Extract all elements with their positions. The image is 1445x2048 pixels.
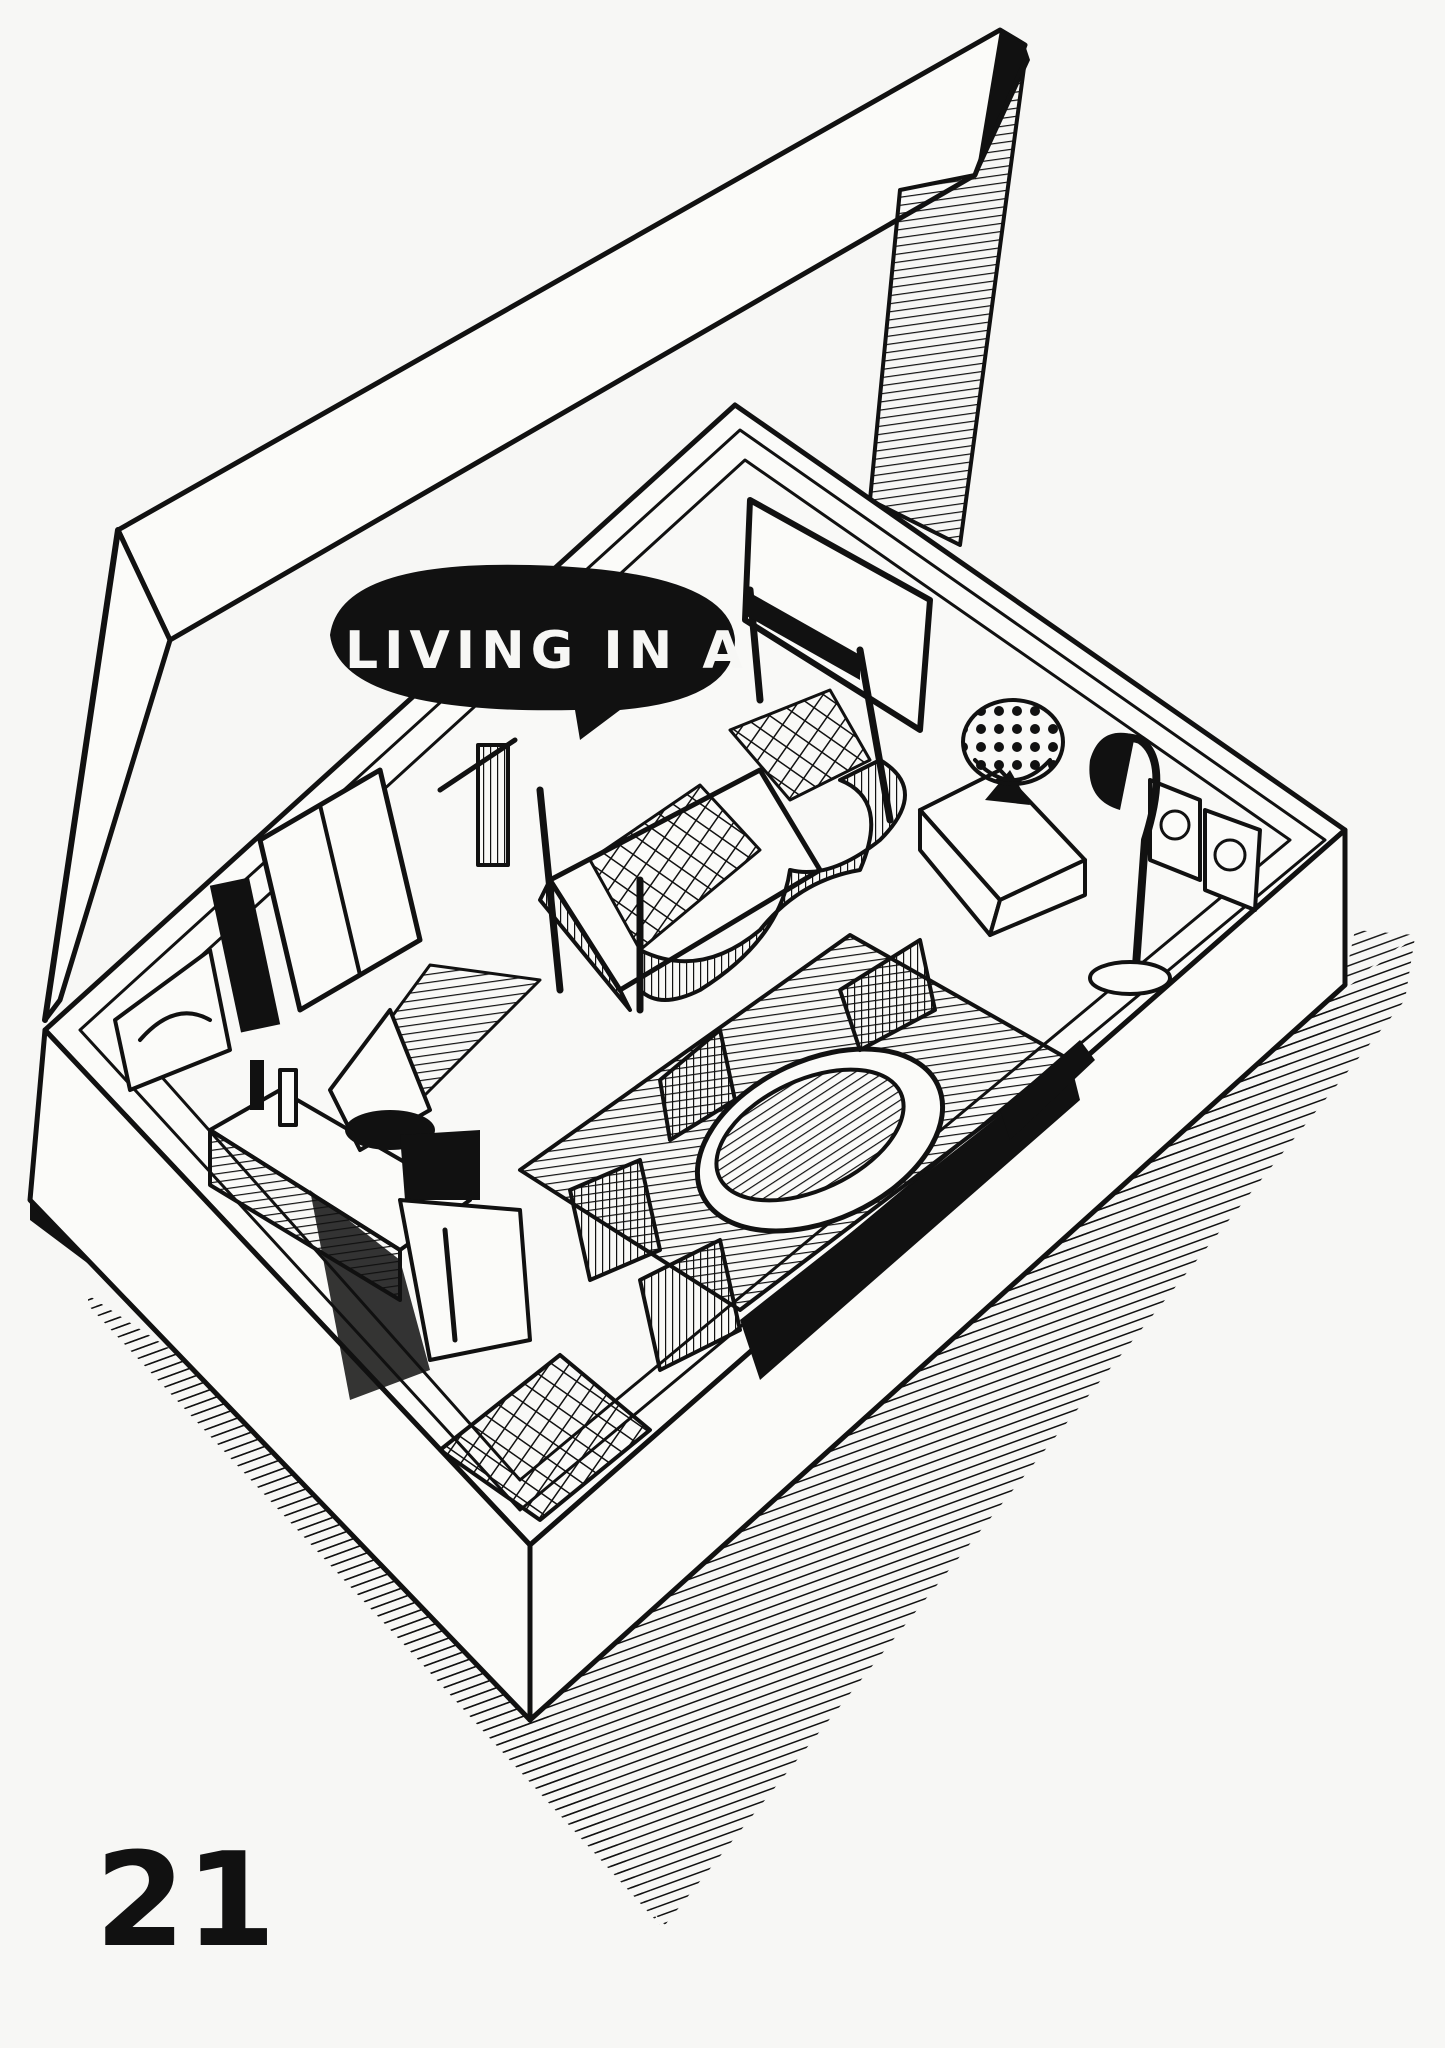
cabinet — [310, 1190, 532, 1400]
dining-set — [518, 933, 1095, 1380]
portrait-frames — [1148, 778, 1262, 912]
nightstand — [918, 698, 1087, 937]
floor-lamp — [1088, 732, 1172, 996]
caption-bubble: LIVING IN A — [330, 564, 749, 740]
checkered-rug — [438, 1353, 652, 1522]
page-number-text: 21 — [95, 1824, 276, 1976]
bed — [536, 586, 894, 1014]
coat-stand — [437, 737, 518, 867]
page-number: 21 — [95, 1824, 276, 1976]
wall-picture-left — [113, 948, 232, 1092]
caption-text: LIVING IN A — [345, 621, 749, 681]
letter-b-floor — [638, 758, 907, 1002]
wardrobe — [209, 767, 423, 1033]
wall-picture-back — [742, 497, 933, 733]
